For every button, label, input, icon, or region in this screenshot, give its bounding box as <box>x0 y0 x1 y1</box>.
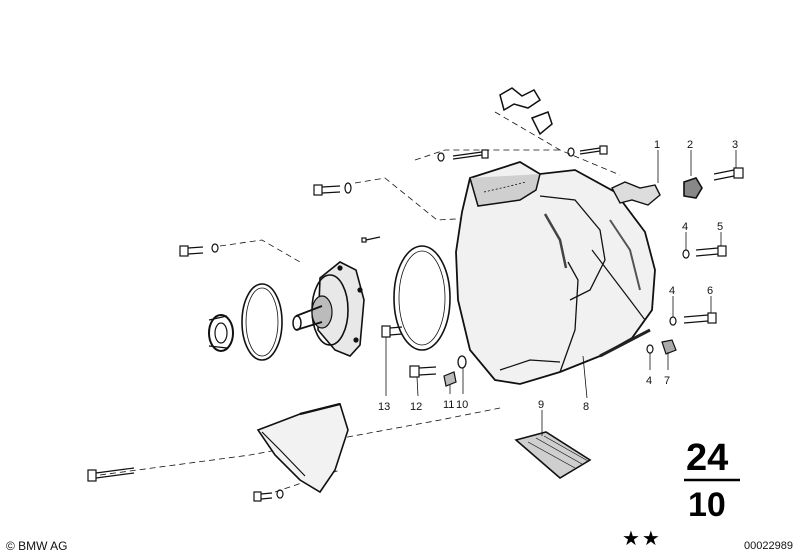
group-number: 24 10 <box>684 437 740 524</box>
callout-6: 6 <box>707 285 713 297</box>
bolt-top-center <box>437 149 489 162</box>
callout-labels: 1 2 3 4 5 4 6 4 7 8 9 10 11 12 13 <box>378 139 738 413</box>
sleeve-part-11 <box>443 371 457 387</box>
small-bolt-bottom <box>253 489 284 502</box>
callout-7: 7 <box>664 375 670 387</box>
small-pin <box>361 236 381 243</box>
bolt-far-left <box>179 243 219 257</box>
bolt-part-5 <box>682 245 727 259</box>
bolt-part-3 <box>713 167 744 181</box>
dust-shield <box>256 402 349 494</box>
callout-11: 11 <box>443 399 454 411</box>
callout-4: 4 <box>646 375 652 387</box>
callout-8: 8 <box>583 401 589 413</box>
callout-5: 5 <box>717 221 723 233</box>
o-ring <box>241 283 283 361</box>
callout-4: 4 <box>669 285 675 297</box>
callout-9: 9 <box>538 399 544 411</box>
bolt-part-6 <box>669 312 717 326</box>
diagram-id-label: 00022989 <box>744 540 793 552</box>
clutch-housing <box>455 161 656 385</box>
group-main-number: 24 <box>686 437 728 479</box>
callout-10: 10 <box>456 399 468 411</box>
long-bolt <box>87 467 135 482</box>
top-bracket-part <box>499 87 553 136</box>
shaft-seal-ring <box>208 314 234 352</box>
bolt-part-12 <box>409 365 437 378</box>
callout-12: 12 <box>410 401 422 413</box>
callout-1: 1 <box>654 139 660 151</box>
callout-4: 4 <box>682 221 688 233</box>
nut-part-2 <box>683 177 703 199</box>
bolt-part-13 <box>381 325 403 338</box>
leader-lines <box>385 150 737 436</box>
washer-part-10 <box>457 355 467 369</box>
bolt-left-upper <box>313 182 352 196</box>
callout-13: 13 <box>378 401 390 413</box>
copyright-label: © BMW AG <box>6 539 68 553</box>
bolt-top-right <box>567 145 608 157</box>
stars-mark: ★★ <box>622 526 662 550</box>
bearing-cover-flange <box>292 261 365 357</box>
nut-part-7 <box>646 339 677 355</box>
cover-gasket <box>393 245 451 351</box>
cover-plate-part-9 <box>514 431 592 479</box>
group-sub-number: 10 <box>688 486 726 524</box>
callout-2: 2 <box>687 139 693 151</box>
bracket-part-1 <box>611 181 661 206</box>
callout-3: 3 <box>732 139 738 151</box>
